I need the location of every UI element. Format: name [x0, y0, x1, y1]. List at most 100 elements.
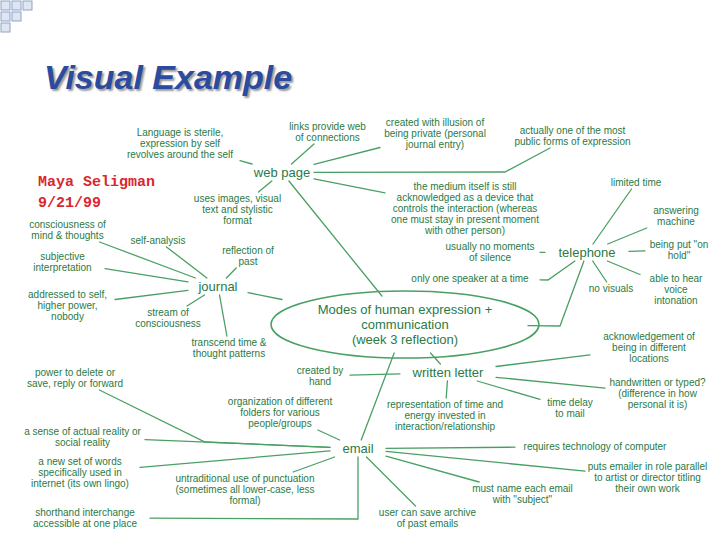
leaf-note: shorthand interchange accessible at one …: [20, 506, 150, 530]
leaf-note: actually one of the most public forms of…: [510, 124, 635, 148]
connector-line: [593, 261, 607, 282]
leaf-note: stream of consciousness: [128, 306, 208, 330]
node-text: written letter: [403, 365, 493, 380]
node-text: shorthand interchange accessible at one …: [22, 507, 148, 529]
node-text: usually no moments of silence: [442, 241, 538, 263]
connector-line: [145, 440, 330, 448]
node-text: stream of consciousness: [130, 307, 206, 329]
leaf-note: uses images, visual text and stylistic f…: [190, 192, 285, 227]
leaf-note: Language is sterile, expression by self …: [120, 126, 240, 161]
connector-line: [593, 189, 632, 244]
connector-line: [496, 377, 605, 388]
node-text: time delay to mail: [542, 397, 598, 419]
node-text: representation of time and energy invest…: [382, 399, 508, 432]
branch-topic: telephone: [545, 244, 629, 261]
leaf-note: requires technology of computer: [515, 440, 675, 453]
branch-topic: email: [330, 440, 386, 457]
node-text: acknowledgement of being in different lo…: [592, 331, 706, 364]
node-text: puts emailer in role parallel to artist …: [587, 461, 708, 494]
leaf-note: time delay to mail: [540, 396, 600, 420]
leaf-note: limited time: [600, 176, 672, 189]
author-name: Maya Seligman: [38, 174, 155, 191]
leaf-note: representation of time and energy invest…: [380, 398, 510, 433]
leaf-note: a new set of words specifically used in …: [20, 455, 140, 490]
connector-line: [318, 430, 340, 440]
leaf-note: created by hand: [290, 364, 350, 388]
leaf-note: a sense of actual reality or social real…: [20, 425, 145, 449]
node-text: self-analysis: [124, 235, 192, 246]
node-text: requires technology of computer: [517, 441, 673, 452]
connector-line: [367, 457, 416, 506]
leaf-note: untraditional use of punctuation (someti…: [170, 472, 320, 507]
node-text: subjective interpretation: [22, 251, 103, 273]
leaf-note: usually no moments of silence: [440, 240, 540, 264]
connector-line: [167, 247, 207, 278]
connector-line: [220, 295, 227, 336]
node-text: uses images, visual text and stylistic f…: [192, 193, 283, 226]
connector-line: [496, 355, 590, 367]
connector-line: [226, 268, 236, 278]
node-text: being put "on hold": [647, 239, 711, 261]
connector-line: [477, 381, 540, 399]
connector-line: [386, 447, 515, 448]
connector-line: [150, 457, 358, 519]
node-text: able to hear voice intonation: [642, 273, 710, 306]
node-text: created by hand: [292, 365, 348, 387]
branch-topic: journal: [188, 278, 248, 295]
connector-line: [100, 242, 196, 278]
connector-line: [446, 381, 447, 398]
connector-line: [289, 181, 382, 296]
branch-topic: web page: [250, 164, 314, 181]
connector-line: [187, 295, 205, 306]
connector-line: [431, 353, 441, 364]
leaf-note: reflection of past: [212, 244, 284, 268]
connector-line: [248, 293, 282, 300]
leaf-note: handwritten or typed? (difference in how…: [605, 376, 710, 411]
ellipse-outline: [271, 291, 539, 358]
connector-line: [540, 261, 575, 280]
node-text: transcend time & thought patterns: [186, 337, 272, 359]
node-text: the medium itself is still acknowledged …: [387, 181, 543, 236]
leaf-note: able to hear voice intonation: [640, 272, 712, 307]
leaf-note: organization of different folders for va…: [225, 395, 335, 430]
leaf-note: transcend time & thought patterns: [184, 336, 274, 360]
connector-line: [386, 456, 479, 482]
connector-line: [350, 374, 400, 375]
node-text: telephone: [548, 245, 626, 260]
node-text: email: [333, 441, 383, 456]
node-text: consciousness of mind & thoughts: [22, 219, 113, 241]
node-text: only one speaker at a time: [402, 273, 538, 284]
connector-line: [314, 179, 385, 193]
node-text: actually one of the most public forms of…: [512, 125, 633, 147]
node-text: reflection of past: [214, 245, 282, 267]
connector-line: [293, 457, 334, 472]
node-text: a sense of actual reality or social real…: [22, 426, 143, 448]
leaf-note: user can save archive of past emails: [375, 506, 480, 530]
connector-line: [292, 144, 315, 164]
leaf-note: power to delete or save, reply or forwar…: [20, 366, 130, 390]
connector-line: [140, 451, 330, 467]
connector-line: [259, 181, 272, 192]
leaf-note: addressed to self, higher power, nobody: [20, 288, 115, 323]
node-text: a new set of words specifically used in …: [22, 456, 138, 489]
node-text: power to delete or save, reply or forwar…: [22, 367, 128, 389]
corner-squares: [1, 1, 32, 32]
leaf-note: subjective interpretation: [20, 250, 105, 274]
branch-topic: written letter: [400, 364, 496, 381]
leaf-note: links provide web of connections: [285, 120, 370, 144]
node-text: Modes of human expression + communicatio…: [306, 302, 504, 332]
leaf-note: puts emailer in role parallel to artist …: [585, 460, 710, 495]
leaf-note: self-analysis: [122, 234, 194, 247]
node-text: journal: [191, 279, 245, 294]
leaf-note: consciousness of mind & thoughts: [20, 218, 115, 242]
node-text: organization of different folders for va…: [227, 396, 333, 429]
node-text: (week 3 reflection): [306, 332, 504, 347]
node-text: user can save archive of past emails: [377, 507, 478, 529]
connector-line: [540, 252, 545, 253]
node-text: must name each email with "subject": [472, 483, 573, 505]
leaf-note: acknowledgement of being in different lo…: [590, 330, 708, 365]
connector-line: [115, 290, 188, 299]
node-text: answering machine: [642, 205, 710, 227]
connector-line: [608, 228, 647, 244]
